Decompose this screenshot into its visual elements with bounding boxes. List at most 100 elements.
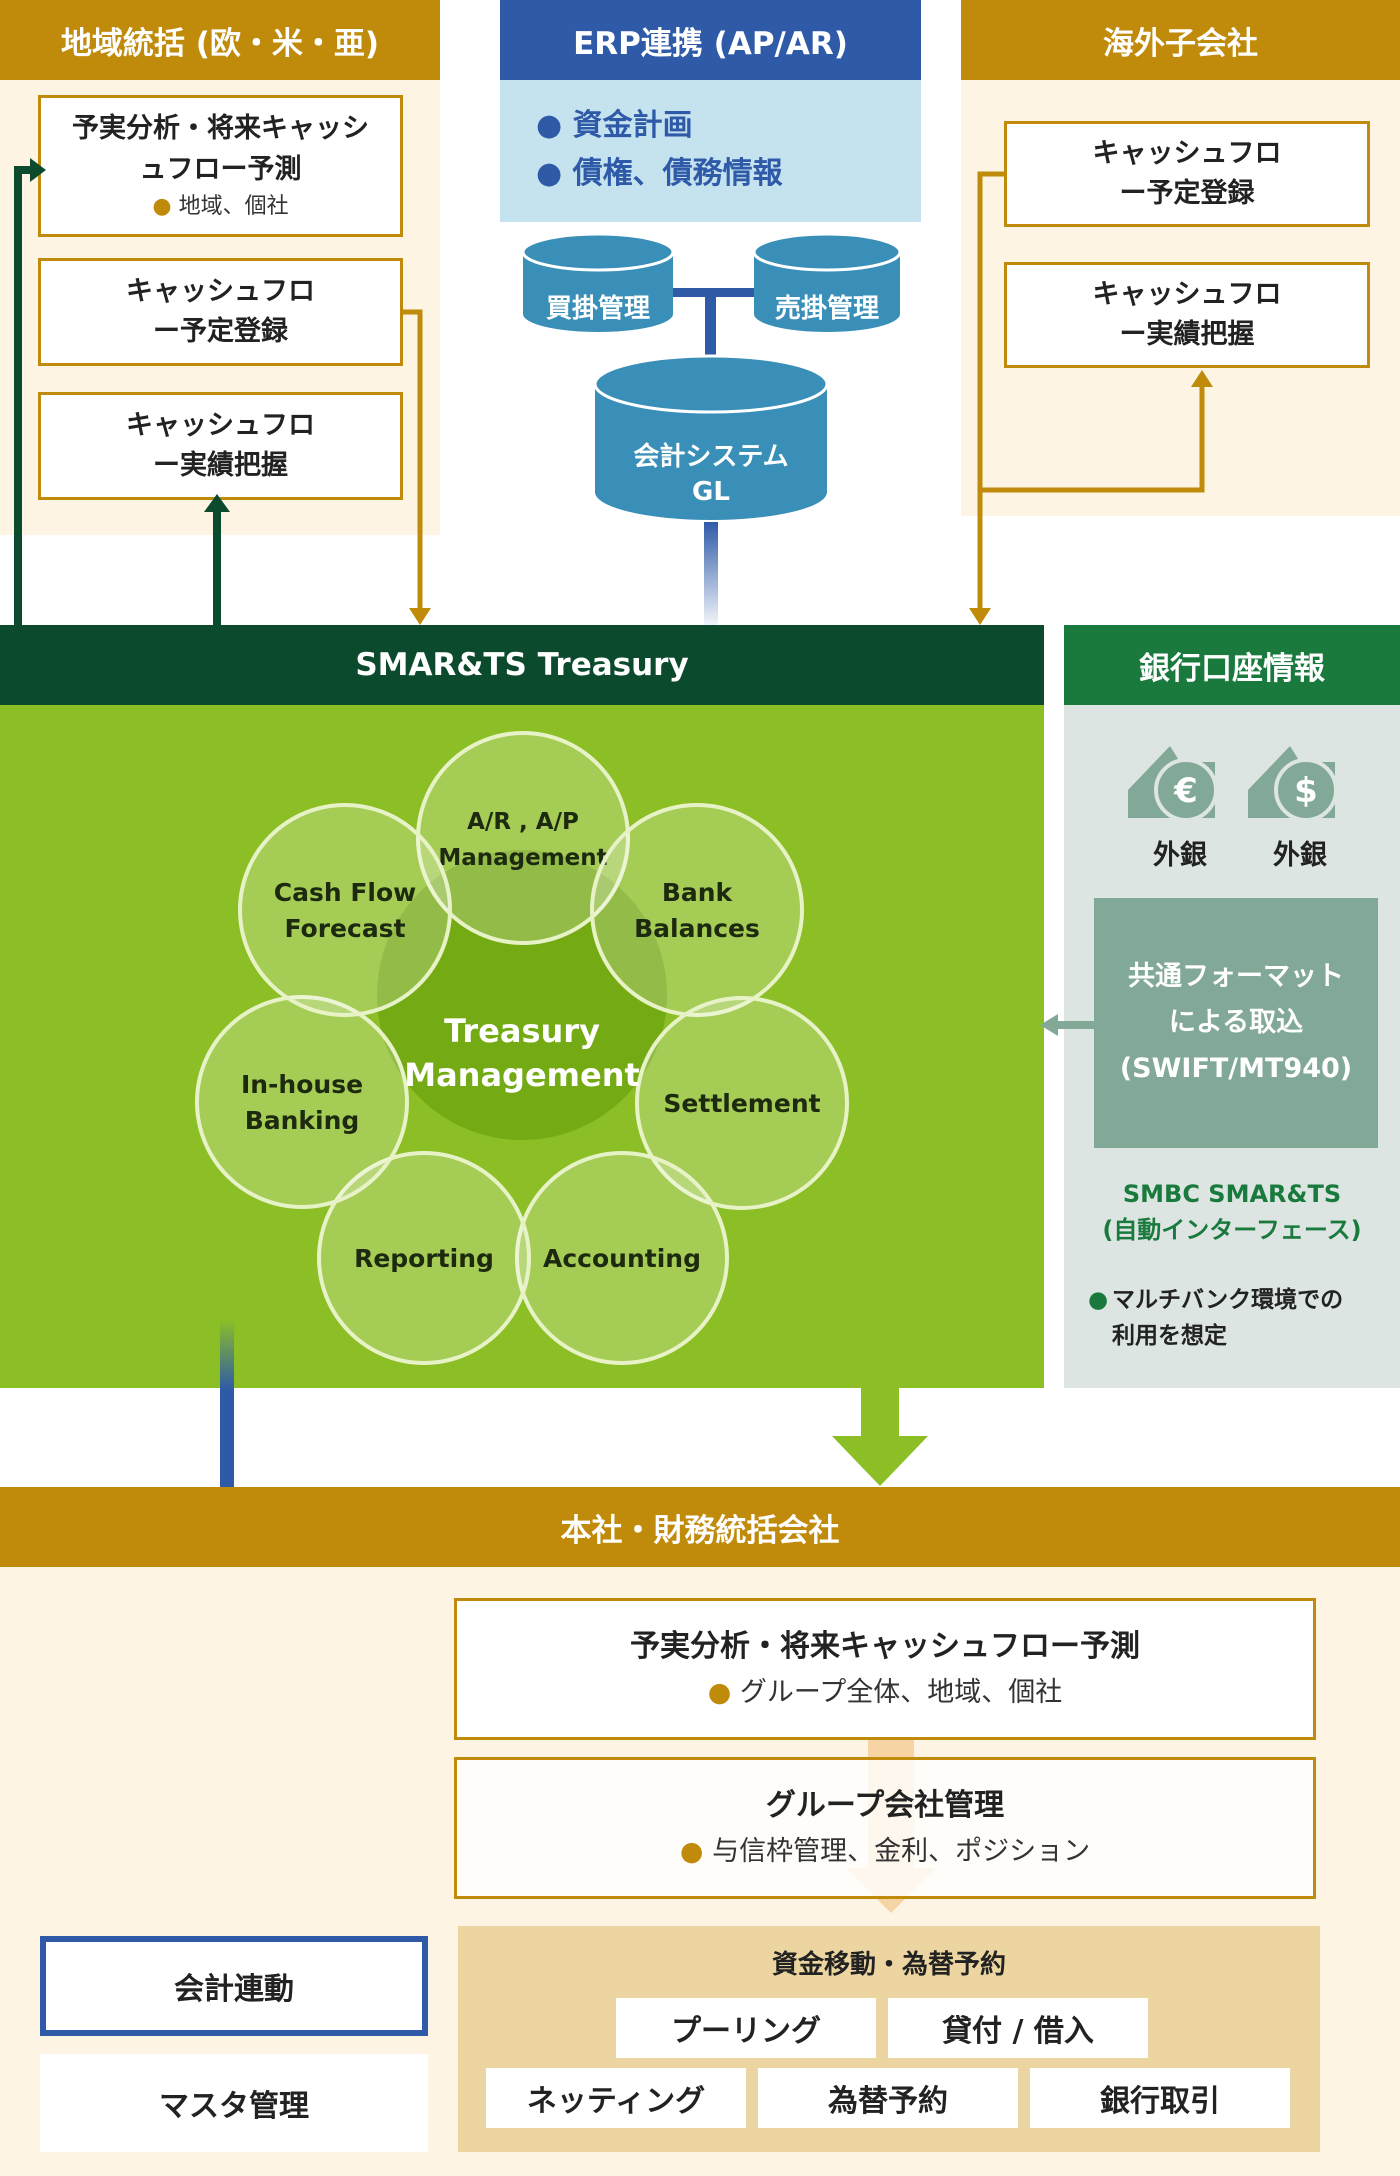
- treasury-center-label-1: Treasury: [444, 1012, 600, 1050]
- regional-plan-box: キャッシュフロー予定登録: [38, 258, 403, 366]
- bank-icon-euro: €: [1128, 746, 1218, 822]
- bank-icon-dollar-label: 外銀: [1273, 839, 1327, 871]
- hq-forecast-box: 予実分析・将来キャッシュフロー予測 ● グループ全体、地域、個社: [454, 1598, 1316, 1740]
- bullet-dot-icon: ●: [679, 1836, 713, 1868]
- bank-smbc-label: SMBC SMAR&TS (自動インターフェース): [1064, 1172, 1400, 1252]
- circle-cash-flow-forecast: [238, 803, 452, 1017]
- arrow-head-icon: [1040, 1014, 1058, 1036]
- hq-funds-title: 資金移動・為替予約: [771, 1949, 1006, 1980]
- bank-format-line-1: 共通フォーマット: [1128, 961, 1344, 992]
- bank-format-line-2: による取込: [1168, 1007, 1304, 1038]
- erp-header: ERP連携 (AP/AR): [500, 0, 921, 80]
- regional-plan-title: キャッシュフロー予定登録: [126, 275, 315, 348]
- db-ap-label: 買掛管理: [546, 294, 650, 324]
- circle-inhouse-banking: [195, 995, 409, 1209]
- arrow-head-icon: [30, 158, 46, 182]
- bank-format-box: 共通フォーマット による取込 (SWIFT/MT940): [1094, 898, 1378, 1148]
- circle-ar-ap-label: Management: [438, 845, 607, 871]
- db-ar-label: 売掛管理: [775, 294, 879, 324]
- db-gl-label-2: GL: [692, 477, 730, 507]
- bullet-dot-icon: ●: [1088, 1287, 1109, 1313]
- circle-settlement: [635, 996, 849, 1210]
- arrow-head-icon: [1191, 370, 1213, 387]
- erp-database-diagram: 買掛管理 売掛管理 会計システム GL: [521, 232, 902, 632]
- circle-reporting-label: Reporting: [354, 1244, 494, 1273]
- overseas-plan-box: キャッシュフロー予定登録: [1004, 121, 1370, 227]
- bank-icon-dollar: $: [1248, 746, 1338, 822]
- overseas-header: 海外子会社: [961, 0, 1400, 80]
- hq-accounting-link-box: 会計連動: [40, 1936, 428, 2036]
- arrow-to-regional-forecast: [14, 166, 34, 625]
- arrow-to-overseas-actual: [980, 385, 1205, 493]
- bank-icon-euro-label: 外銀: [1153, 839, 1207, 871]
- svg-text:$: $: [1294, 771, 1318, 811]
- bullet-dot-icon: ●: [536, 156, 573, 191]
- arrow-head-icon: [409, 608, 431, 625]
- regional-forecast-title: 予実分析・将来キャッシュフロー予測: [72, 113, 369, 185]
- circle-inhouse-banking-label: Banking: [245, 1106, 360, 1135]
- bullet-dot-icon: ●: [707, 1677, 740, 1709]
- overseas-plan-title: キャッシュフロー予定登録: [1092, 137, 1282, 210]
- arrow-from-regional-plan: [403, 309, 423, 612]
- circle-settlement-label: Settlement: [663, 1089, 820, 1118]
- db-gl-icon: [593, 354, 829, 520]
- regional-header: 地域統括 (欧・米・亜): [0, 0, 440, 80]
- bank-header: 銀行口座情報: [1064, 625, 1400, 705]
- bank-format-line-3: (SWIFT/MT940): [1119, 1053, 1353, 1084]
- circle-ar-ap: [416, 731, 630, 945]
- regional-actual-title: キャッシュフロー実績把握: [126, 409, 315, 482]
- gl-down-connector: [704, 522, 718, 632]
- db-ap-icon: [521, 232, 675, 332]
- treasury-circle-diagram: A/R , A/PManagementBankBalancesSettlemen…: [195, 731, 849, 1365]
- overseas-actual-title: キャッシュフロー実績把握: [1092, 278, 1282, 351]
- circle-bank-balances-label: Bank: [662, 878, 734, 907]
- overseas-actual-box: キャッシュフロー実績把握: [1004, 262, 1370, 368]
- circle-inhouse-banking-label: In-house: [241, 1070, 363, 1099]
- circle-accounting-label: Accounting: [543, 1244, 701, 1273]
- erp-item-2: ● 債権、債務情報: [536, 156, 783, 191]
- hq-group-box: グループ会社管理 ● 与信枠管理、金利、ポジション: [454, 1757, 1316, 1899]
- erp-item-1: ● 資金計画: [536, 108, 693, 143]
- circle-ar-ap-label: A/R , A/P: [467, 809, 579, 835]
- circle-accounting: [515, 1151, 729, 1365]
- regional-actual-box: キャッシュフロー実績把握: [38, 392, 403, 500]
- circle-cash-flow-forecast-label: Cash Flow: [274, 878, 417, 907]
- top-connectors: [14, 158, 1213, 625]
- bank-smbc-line-2: (自動インターフェース): [1102, 1216, 1362, 1244]
- funds-item-pooling: プーリング: [616, 1998, 876, 2058]
- erp-info-panel: ● 資金計画 ● 債権、債務情報: [500, 80, 921, 222]
- db-gl-label-1: 会計システム: [633, 441, 788, 472]
- treasury-header: SMAR&TS Treasury: [0, 625, 1044, 705]
- circle-bank-balances: [590, 803, 804, 1017]
- arrow-head-icon: [969, 608, 991, 625]
- bank-note: ● マルチバンク環境での利用を想定: [1088, 1282, 1378, 1354]
- circle-cash-flow-forecast-label: Forecast: [284, 914, 405, 943]
- regional-forecast-box: 予実分析・将来キャッシュフロー予測 ● 地域、個社: [38, 95, 403, 237]
- hq-master-box: マスタ管理: [40, 2054, 428, 2152]
- hq-group-title: グループ会社管理: [765, 1788, 1005, 1824]
- circle-bank-balances-label: Balances: [634, 914, 760, 943]
- hq-forecast-title: 予実分析・将来キャッシュフロー予測: [630, 1629, 1140, 1665]
- treasury-center-label-2: Management: [404, 1056, 640, 1094]
- bank-import-arrow: [1040, 1014, 1098, 1036]
- db-ar-icon: [752, 232, 902, 332]
- funds-item-netting: ネッティング: [486, 2068, 746, 2128]
- bank-smbc-line-1: SMBC SMAR&TS: [1122, 1180, 1342, 1208]
- funds-item-lending: 貸付 / 借入: [888, 1998, 1148, 2058]
- hq-header: 本社・財務統括会社: [0, 1487, 1400, 1567]
- arrow-head-icon: [204, 494, 230, 512]
- bullet-dot-icon: ●: [152, 194, 179, 219]
- arrow-head-icon: [832, 1436, 928, 1486]
- funds-item-fx: 為替予約: [758, 2068, 1018, 2128]
- svg-text:€: €: [1173, 771, 1198, 811]
- circle-reporting: [317, 1151, 531, 1365]
- regional-forecast-bullet: ● 地域、個社: [152, 194, 289, 219]
- hq-forecast-bullet: ● グループ全体、地域、個社: [707, 1677, 1063, 1709]
- db-connector-vertical: [705, 292, 716, 372]
- bank-note-text: マルチバンク環境での利用を想定: [1112, 1287, 1344, 1349]
- arrow-from-overseas-plan: [977, 171, 1004, 612]
- funds-item-bank: 銀行取引: [1030, 2068, 1290, 2128]
- treasury-to-hq-arrow: [832, 1388, 928, 1486]
- hq-group-bullet: ● 与信枠管理、金利、ポジション: [679, 1836, 1091, 1868]
- bullet-dot-icon: ●: [536, 108, 573, 143]
